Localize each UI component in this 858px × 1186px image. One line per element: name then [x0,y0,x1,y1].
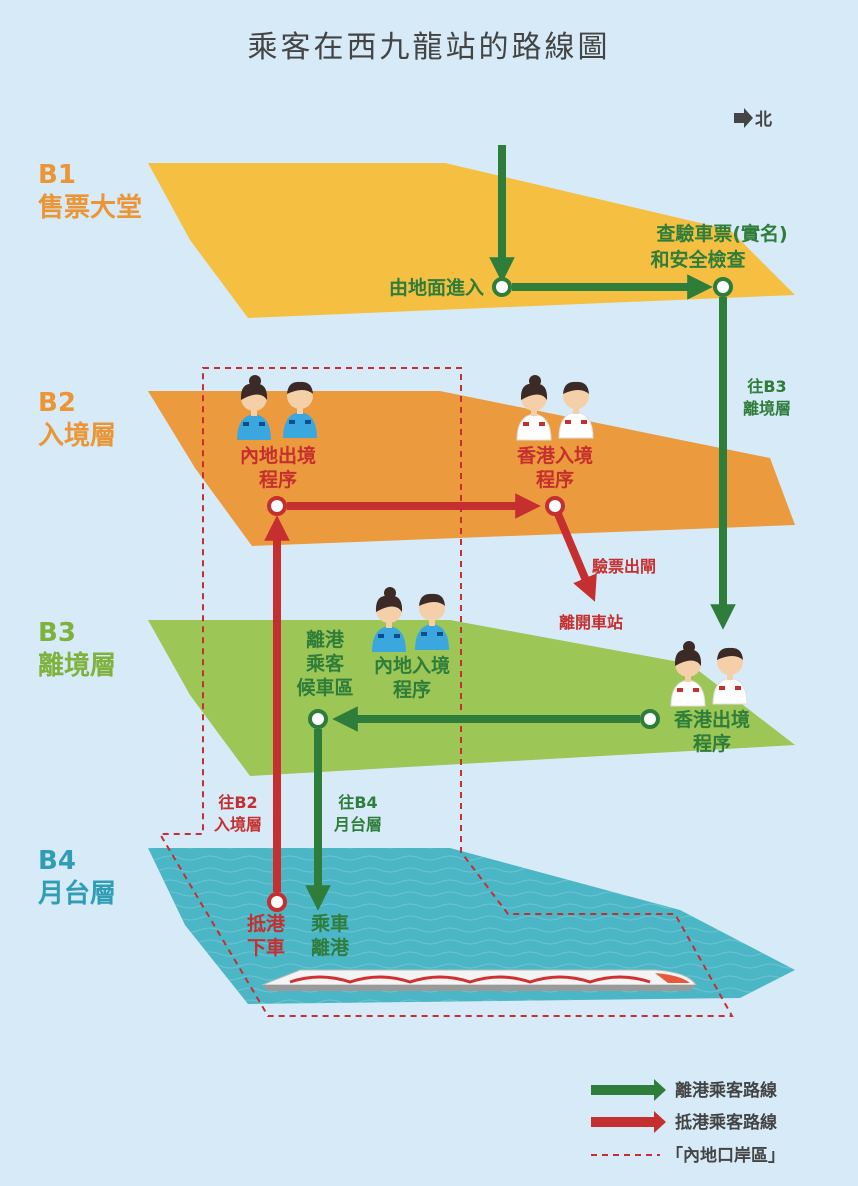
arrival-exit-arrow [554,512,597,602]
departure-route [305,145,736,911]
label-leave-station: 離開車站 [559,613,623,632]
node-ground-entry [492,277,512,297]
label-ticket-gate: 驗票出閘 [592,557,656,576]
mainland-port-area-boundary [158,367,734,1017]
hk-officer-male-icon [558,381,594,439]
level-b4-name: 月台層 [37,878,116,909]
label-arrive-2: 下車 [247,936,285,959]
node-hk-exit [640,709,660,729]
north-arrow-icon [734,108,753,128]
arrival-route [264,493,597,892]
hk-exit-officer-male-icon [712,647,748,705]
level-b2-name: 入境層 [38,420,116,451]
mainland-entry-officer-female-icon [372,587,406,652]
label-hk-entry-1: 香港入境 [516,444,593,467]
label-ticket-check-1: 查驗車票(實名) [655,222,787,245]
label-to-b4-1: 往B4 [338,793,377,812]
hk-officer-female-icon [516,375,552,441]
level-b2-code: B2 [38,388,76,418]
mainland-officer-male-icon [283,381,317,438]
route-nodes [267,277,733,912]
node-hk-entry [545,496,565,516]
mainland-officer-female-icon [237,375,271,440]
label-waiting-2: 乘客 [305,652,345,675]
mainland-entry-officer-male-icon [415,593,449,650]
level-b1-name: 售票大堂 [38,192,142,223]
label-enter-ground: 由地面進入 [389,276,484,299]
page-title: 乘客在西九龍站的路線圖 [248,30,611,65]
label-mainland-entry-1: 內地入境 [374,654,450,677]
level-b3-code: B3 [38,618,76,648]
level-b3-floor [148,620,795,776]
label-mainland-exit-2: 程序 [259,468,297,491]
node-ticket-check [713,277,733,297]
label-hk-exit-2: 程序 [693,732,731,755]
node-arrive [267,892,287,912]
legend-arrival-label: 抵港乘客路線 [675,1112,777,1133]
level-b3-name: 離境層 [38,650,116,681]
label-ticket-check-2: 和安全檢查 [650,248,746,271]
label-board-2: 離港 [311,936,350,959]
label-to-b4-2: 月台層 [333,815,382,834]
label-to-b2-1: 往B2 [218,793,257,812]
label-to-b3-2: 離境層 [743,399,791,418]
hk-exit-officer-female-icon [670,641,706,707]
north-label: 北 [755,110,772,130]
legend-port-area-label: 「內地口岸區」 [666,1145,785,1166]
north-indicator: 北 [734,108,772,130]
label-waiting-3: 候車區 [296,676,353,699]
label-arrive-1: 抵港 [247,913,286,935]
label-mainland-entry-2: 程序 [393,678,431,701]
label-waiting-1: 離港 [306,628,345,651]
level-b4-code: B4 [38,846,76,876]
level-b2-floor [148,391,795,546]
legend-arrival-arrow-icon [591,1111,666,1133]
legend-departure-arrow-icon [591,1079,666,1101]
train-icon [261,969,697,991]
level-b1-code: B1 [38,160,76,190]
label-to-b3-1: 往B3 [747,377,786,396]
legend: 離港乘客路線 抵港乘客路線 「內地口岸區」 [591,1079,785,1166]
node-mainland-exit [267,496,287,516]
legend-departure-label: 離港乘客路線 [675,1080,777,1101]
label-to-b2-2: 入境層 [214,815,262,834]
label-mainland-exit-1: 內地出境 [240,444,316,467]
label-hk-entry-2: 程序 [536,468,574,491]
level-b1-floor [148,163,795,318]
label-board-1: 乘車 [310,912,349,935]
label-hk-exit-1: 香港出境 [673,708,750,731]
node-waiting-area [308,709,328,729]
